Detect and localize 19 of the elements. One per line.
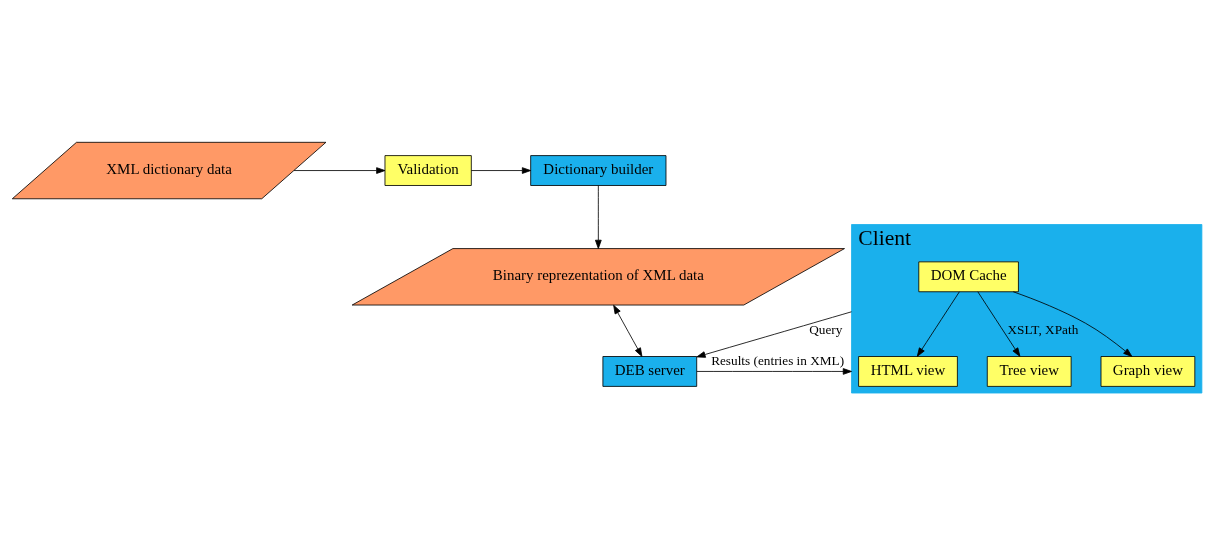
arrow [1012, 291, 1133, 357]
arrow [293, 167, 386, 174]
arrow [916, 291, 960, 357]
arrow [696, 368, 852, 375]
arrow [595, 185, 602, 249]
arrow [613, 304, 643, 357]
arrow [696, 311, 852, 358]
node-box: Graph view [1100, 356, 1196, 387]
edge-label: XSLT, XPath [1007, 321, 1079, 337]
arrow [977, 291, 1021, 357]
edge-label: Results (entries in XML) [711, 352, 845, 368]
node-box: Tree view [986, 356, 1072, 387]
node-box: DEB server [602, 356, 698, 387]
node-box: Dictionary builder [530, 155, 667, 186]
arrow [470, 167, 532, 174]
node-box: DOM Cache [918, 261, 1019, 293]
node-box: HTML view [858, 356, 958, 387]
node-box: Validation [384, 155, 472, 186]
edge-label: Query [809, 321, 843, 337]
